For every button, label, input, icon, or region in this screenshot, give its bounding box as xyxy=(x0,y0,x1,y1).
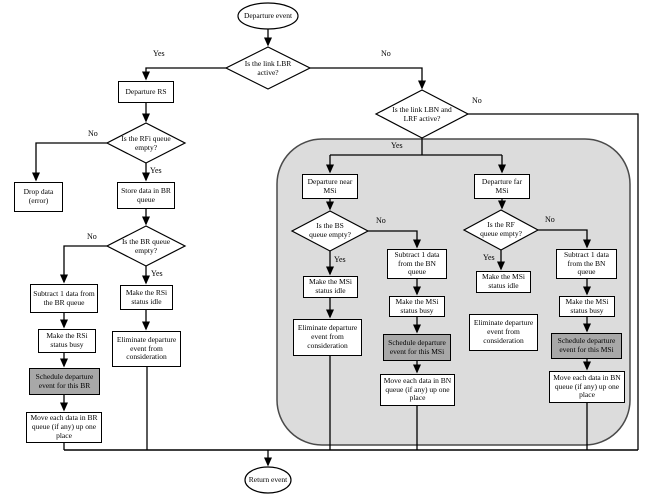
branch-label-yes-rfi: Yes xyxy=(150,166,162,175)
process-subtract-data-br-queue: Subtract 1 data from the BR queue xyxy=(30,284,98,313)
branch-label-no-bs: No xyxy=(376,216,386,225)
process-departure-near-msi: Departure near MSi xyxy=(302,174,358,199)
process-drop-data-error: Drop data (error) xyxy=(14,182,63,212)
process-make-rsi-idle: Make the RSi status idle xyxy=(120,285,173,310)
msi-subsystem-container xyxy=(276,138,631,446)
decision-link-lbr xyxy=(224,46,312,90)
process-subtract-data-bn-queue-near: Subtract 1 data from the BN queue xyxy=(387,249,447,279)
process-departure-far-msi: Departure far MSi xyxy=(474,174,530,199)
branch-label-yes-lbr: Yes xyxy=(153,49,165,58)
branch-label-no-lbr: No xyxy=(381,49,391,58)
branch-label-no-br: No xyxy=(87,232,97,241)
process-subtract-data-bn-queue-far: Subtract 1 data from the BN queue xyxy=(556,249,617,279)
process-store-data-br-queue: Store data in BR queue xyxy=(117,182,175,209)
process-schedule-event-msi-near: Schedule departure event for this MSi xyxy=(383,334,451,361)
end-terminal-shape xyxy=(244,466,292,494)
start-terminal-shape xyxy=(237,2,299,30)
branch-label-yes-rf: Yes xyxy=(483,253,495,262)
branch-label-no-rf: No xyxy=(545,215,555,224)
branch-label-no-lbn: No xyxy=(472,96,482,105)
process-make-rsi-busy: Make the RSi status busy xyxy=(38,329,96,353)
process-make-msi-idle-near: Make the MSi status idle xyxy=(303,276,358,298)
process-schedule-event-br: Schedule departure event for this BR xyxy=(29,368,100,395)
decision-link-lbn-lrf xyxy=(374,89,470,139)
decision-br-queue xyxy=(105,225,187,267)
process-eliminate-event-far: Eliminate departure event from considera… xyxy=(469,314,538,351)
decision-rfi-queue xyxy=(105,122,187,164)
branch-label-yes-lbn: Yes xyxy=(391,141,403,150)
process-move-data-bn-queue-near: Move each data in BN queue (if any) up o… xyxy=(380,374,455,406)
process-make-msi-busy-far: Make the MSi status busy xyxy=(559,296,615,317)
process-make-msi-busy-near: Make the MSi status busy xyxy=(389,296,445,317)
branch-label-yes-br: Yes xyxy=(151,269,163,278)
decision-bs-queue xyxy=(290,210,370,252)
process-move-data-br-queue: Move each data in BR queue (if any) up o… xyxy=(26,412,102,443)
decision-rf-queue xyxy=(462,209,540,251)
process-eliminate-event-left: Eliminate departure event from considera… xyxy=(112,331,181,367)
process-schedule-event-msi-far: Schedule departure event for this MSi xyxy=(551,333,622,359)
process-move-data-bn-queue-far: Move each data in BN queue (if any) up o… xyxy=(549,371,625,403)
flow-connectors xyxy=(32,29,639,467)
process-departure-rs: Departure RS xyxy=(118,81,174,103)
process-eliminate-event-near: Eliminate departure event from considera… xyxy=(293,319,362,356)
process-make-msi-idle-far: Make the MSi status idle xyxy=(476,271,531,293)
branch-label-yes-bs: Yes xyxy=(334,255,346,264)
branch-label-no-rfi: No xyxy=(88,129,98,138)
